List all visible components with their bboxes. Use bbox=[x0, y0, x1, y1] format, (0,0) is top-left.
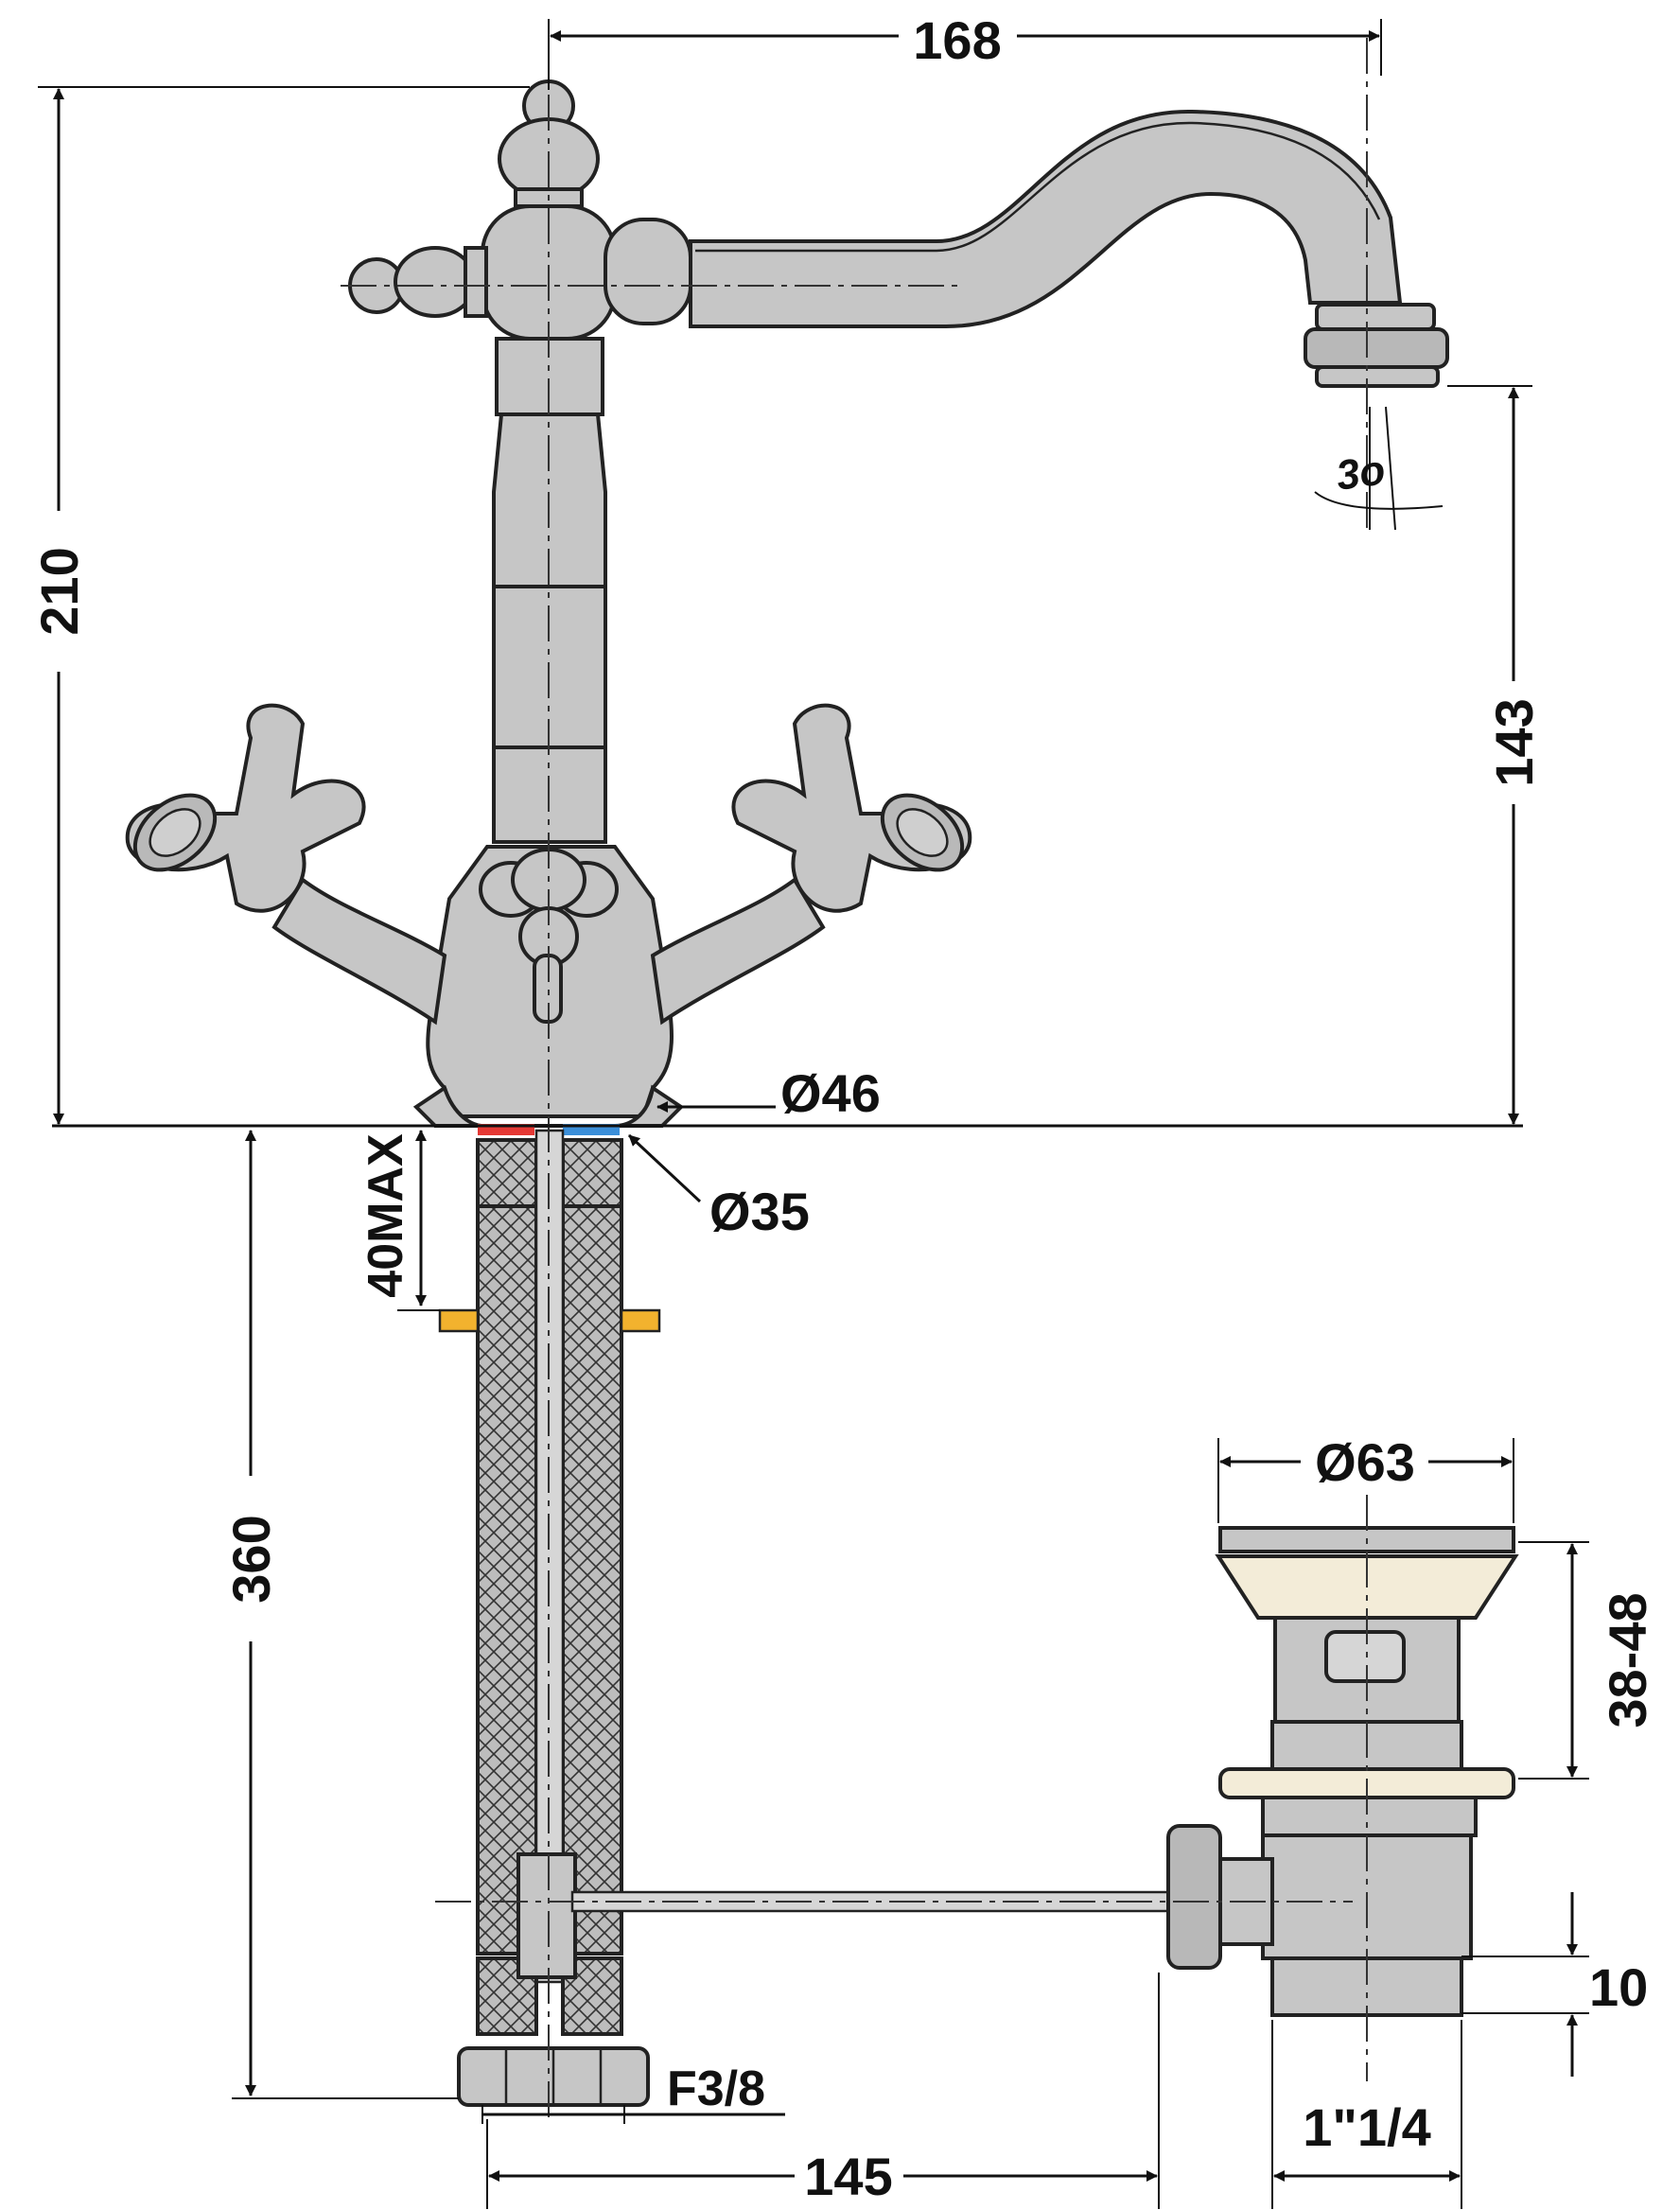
under-deck-assembly bbox=[438, 1124, 1180, 2107]
dim-waste-thread-length: 10 bbox=[1589, 1957, 1648, 2017]
dim-rod-length: 145 bbox=[804, 2147, 892, 2206]
spout-icon bbox=[689, 109, 1403, 328]
hot-hose bbox=[476, 1204, 538, 1956]
dim-waste-height: 38-48 bbox=[1598, 1592, 1657, 1728]
waste-assembly bbox=[1166, 1526, 1519, 2017]
dim-deck-thickness: 40MAX bbox=[359, 1133, 413, 1298]
aerator-icon bbox=[1315, 303, 1436, 331]
hot-handle-icon bbox=[271, 877, 447, 1026]
faucet-body bbox=[125, 79, 1449, 1128]
cold-handle-icon bbox=[650, 877, 826, 1026]
cold-hose bbox=[561, 1204, 623, 1956]
dimensions: 168 210 143 3o Ø46 Ø35 40MAX 360 bbox=[29, 10, 1657, 2209]
center-lines bbox=[341, 38, 1368, 2119]
rod-connector-icon bbox=[1166, 1824, 1222, 1970]
dim-spout-reach: 168 bbox=[913, 10, 1001, 70]
dim-spout-angle: 3o bbox=[1334, 447, 1389, 500]
dim-waste-thread: 1"1/4 bbox=[1303, 2097, 1431, 2157]
dim-shank-diameter: Ø35 bbox=[709, 1182, 810, 1241]
mounting-nut-icon bbox=[438, 1308, 480, 1333]
dim-spout-height: 143 bbox=[1484, 698, 1544, 786]
dim-hose-fitting: F3/8 bbox=[667, 2061, 765, 2116]
dim-overall-height: 210 bbox=[29, 547, 89, 635]
dim-waste-diameter: Ø63 bbox=[1315, 1432, 1415, 1492]
dim-hose-length: 360 bbox=[221, 1515, 281, 1603]
dim-base-diameter: Ø46 bbox=[780, 1063, 881, 1123]
